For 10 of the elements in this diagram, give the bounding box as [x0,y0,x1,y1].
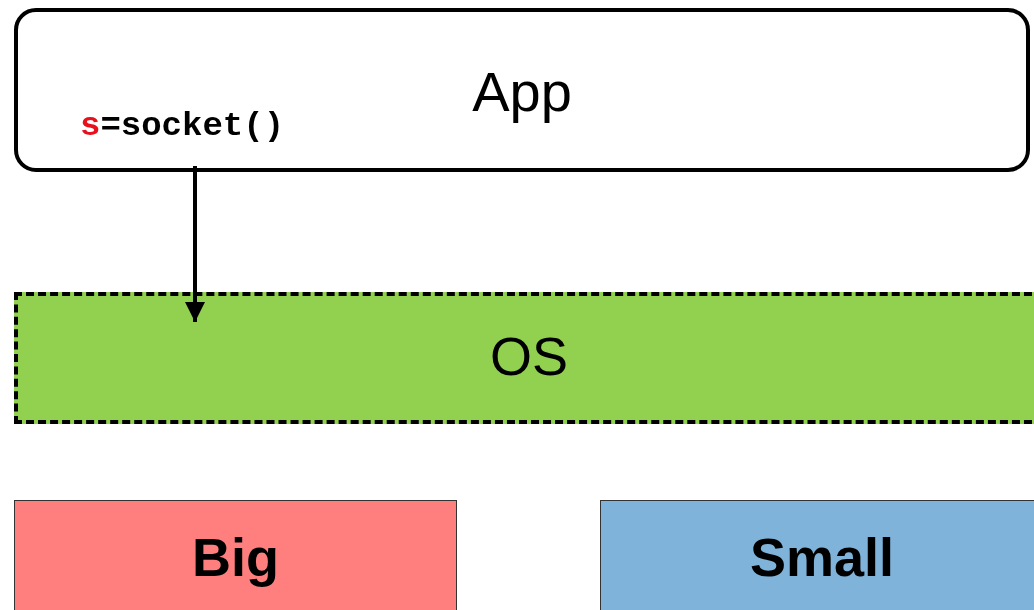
arrow [185,166,205,322]
code-text: s=socket() [80,108,285,144]
box-label: Big [191,527,280,587]
box-label: OS [489,326,569,386]
box-label: App [471,62,573,122]
box-label: Small [748,527,896,587]
big-box [14,500,457,610]
os-band [14,292,1034,424]
small-box [600,500,1034,610]
app-box [14,8,1030,172]
